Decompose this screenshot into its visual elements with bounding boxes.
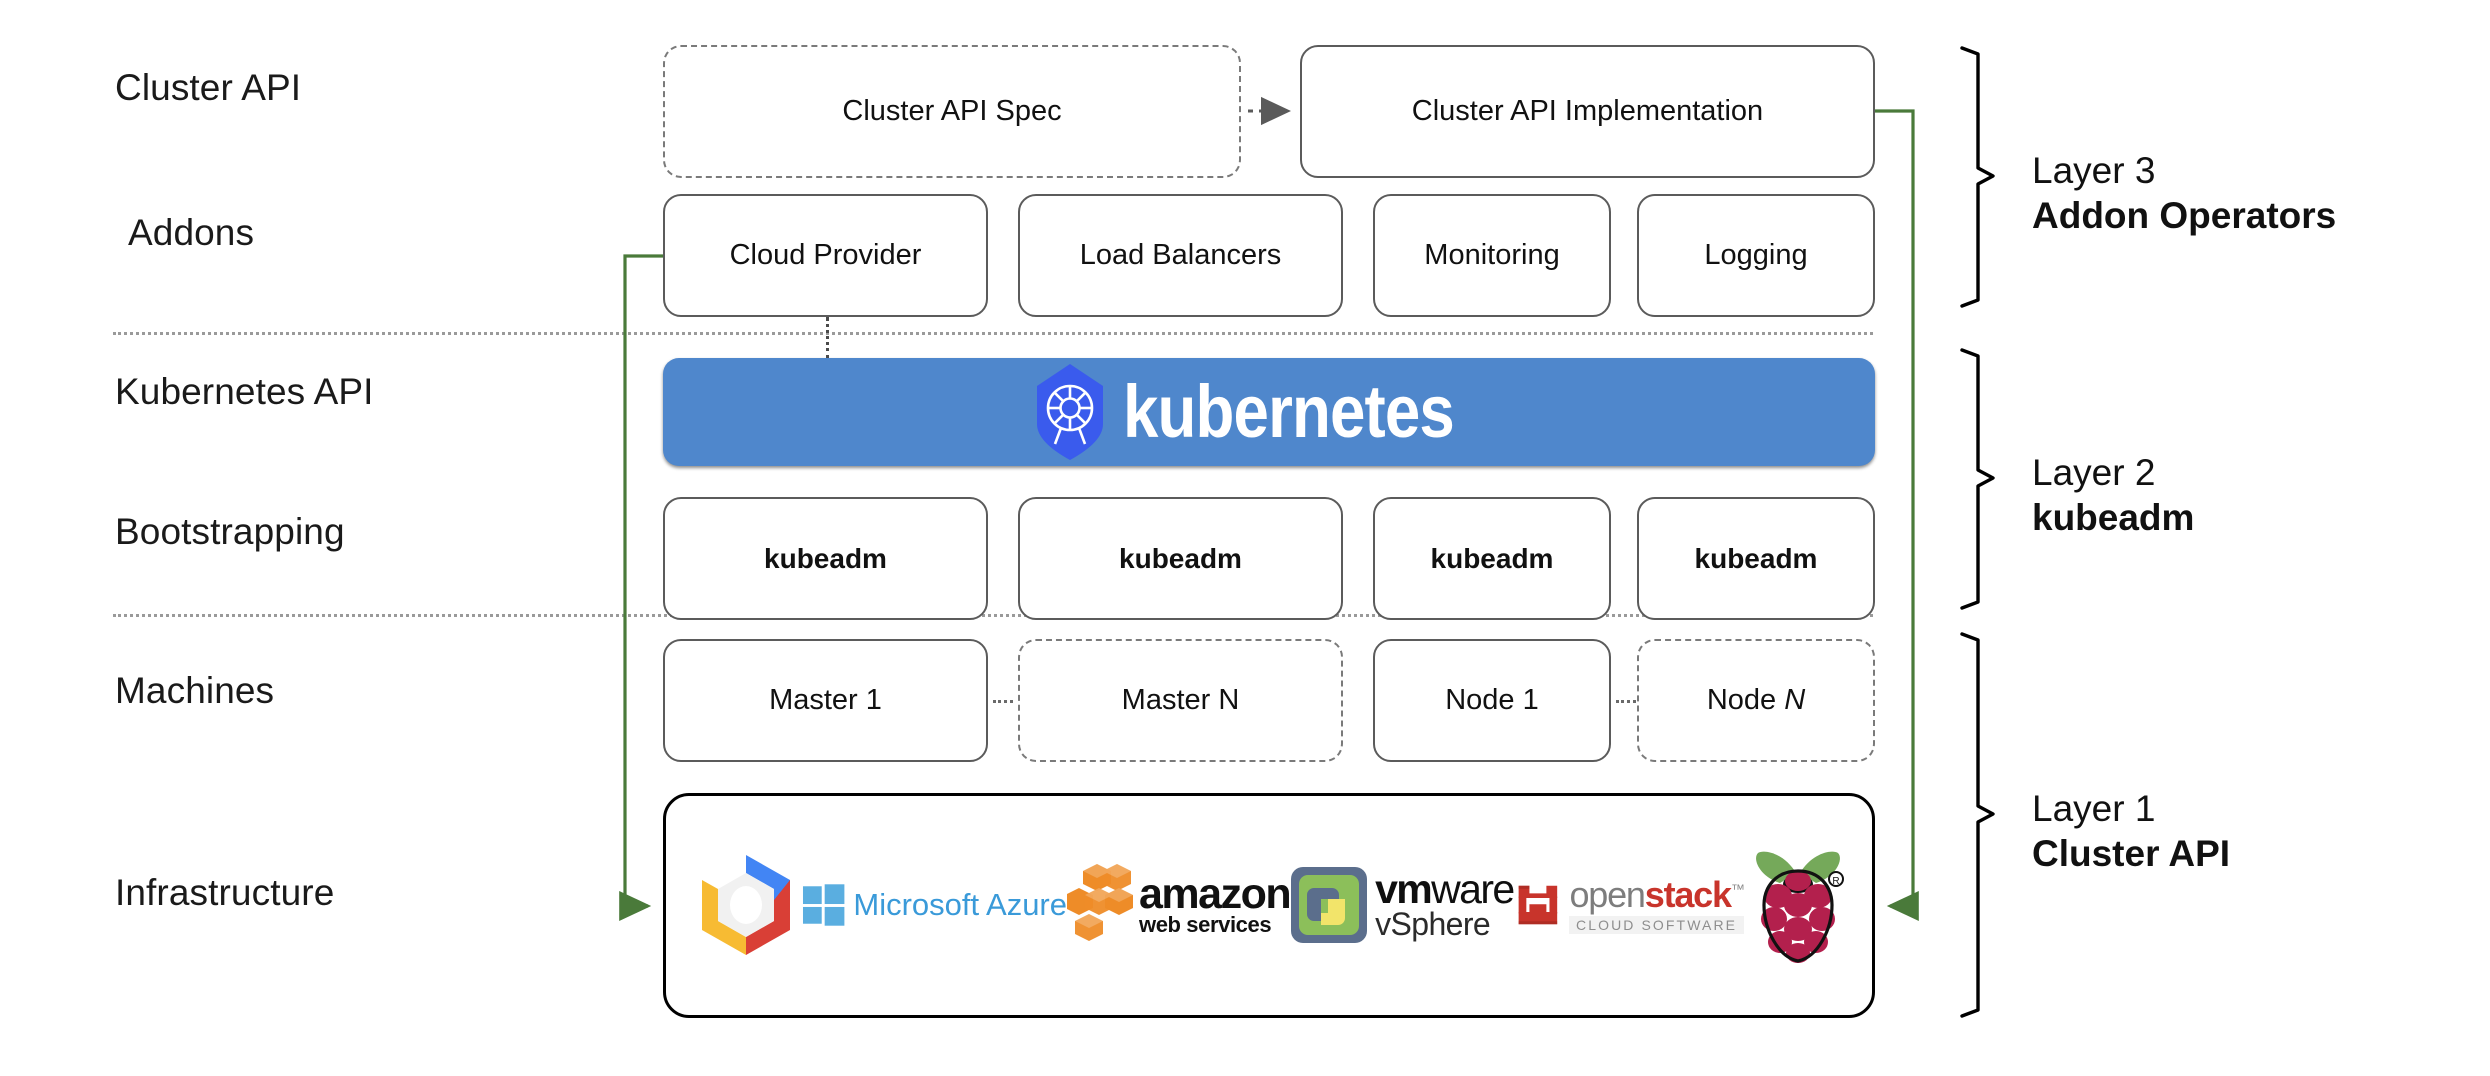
box-logging[interactable]: Logging bbox=[1637, 194, 1875, 317]
openstack-open-part: open bbox=[1569, 873, 1646, 915]
layer-divider-lower bbox=[113, 614, 1873, 617]
microsoft-azure-logo: Microsoft Azure bbox=[802, 883, 1067, 927]
row-label-bootstrapping: Bootstrapping bbox=[115, 511, 345, 552]
box-kubeadm-3[interactable]: kubeadm bbox=[1373, 497, 1611, 620]
layer-2-name: kubeadm bbox=[2032, 497, 2195, 539]
microsoft-azure-label: Microsoft Azure bbox=[853, 887, 1067, 922]
box-cluster-api-spec-label: Cluster API Spec bbox=[842, 95, 1062, 127]
kubernetes-wordmark: kubernetes bbox=[1122, 370, 1455, 453]
row-label-addons: Addons bbox=[128, 212, 255, 253]
box-cluster-api-implementation-label: Cluster API Implementation bbox=[1411, 95, 1764, 127]
layer-3-number: Layer 3 bbox=[2032, 150, 2156, 191]
vmware-bold-part: vm bbox=[1375, 866, 1433, 913]
raspberry-pi-logo: R bbox=[1744, 843, 1852, 967]
box-master-1[interactable]: Master 1 bbox=[663, 639, 988, 762]
openstack-stack-part: stack bbox=[1644, 873, 1732, 915]
box-node-n-label: Node N bbox=[1706, 684, 1806, 716]
box-kubeadm-3-label: kubeadm bbox=[1430, 542, 1554, 574]
bracket-layer-2 bbox=[1960, 348, 1995, 610]
box-cluster-api-spec[interactable]: Cluster API Spec bbox=[663, 45, 1241, 178]
vmware-vsphere-logo: vmware vSphere bbox=[1290, 866, 1515, 944]
box-node-1[interactable]: Node 1 bbox=[1373, 639, 1611, 762]
trademark-icon: ™ bbox=[1730, 880, 1745, 897]
box-node-n[interactable]: Node N bbox=[1637, 639, 1875, 762]
arrow-implementation-to-infrastructure bbox=[1875, 109, 1919, 922]
row-label-kubernetes-api: Kubernetes API bbox=[115, 371, 374, 412]
arrow-cloud-provider-to-infrastructure bbox=[619, 254, 663, 922]
bracket-layer-3 bbox=[1960, 46, 1995, 308]
layer-1-name: Cluster API bbox=[2032, 833, 2231, 875]
box-master-1-label: Master 1 bbox=[769, 684, 882, 716]
layer-1-number: Layer 1 bbox=[2032, 788, 2156, 829]
openstack-cloud-software-label: CLOUD SOFTWARE bbox=[1569, 915, 1744, 934]
layer-2-number: Layer 2 bbox=[2032, 452, 2156, 493]
layer-1-label: Layer 1 Cluster API bbox=[2032, 786, 2230, 876]
box-monitoring-label: Monitoring bbox=[1424, 239, 1560, 271]
box-cluster-api-implementation[interactable]: Cluster API Implementation bbox=[1300, 45, 1875, 178]
vsphere-label: vSphere bbox=[1375, 906, 1491, 943]
box-master-n-label: Master N bbox=[1121, 684, 1240, 716]
layer-3-label: Layer 3 Addon Operators bbox=[2032, 148, 2336, 238]
kubernetes-banner[interactable]: kubernetes bbox=[663, 358, 1875, 466]
layer-2-label: Layer 2 kubeadm bbox=[2032, 450, 2194, 540]
box-cloud-provider[interactable]: Cloud Provider bbox=[663, 194, 988, 317]
infrastructure-logo-strip: Microsoft Azure bbox=[690, 845, 1850, 965]
box-cloud-provider-label: Cloud Provider bbox=[729, 239, 922, 271]
box-monitoring[interactable]: Monitoring bbox=[1373, 194, 1611, 317]
box-load-balancers-label: Load Balancers bbox=[1079, 239, 1282, 271]
openstack-label: openstack™ bbox=[1569, 873, 1745, 915]
box-node-n-italic-suffix: N bbox=[1784, 684, 1806, 716]
layer-divider-upper bbox=[113, 332, 1873, 335]
box-kubeadm-1[interactable]: kubeadm bbox=[663, 497, 988, 620]
box-kubeadm-2-label: kubeadm bbox=[1119, 542, 1242, 574]
google-cloud-platform-logo bbox=[690, 851, 802, 959]
box-load-balancers[interactable]: Load Balancers bbox=[1018, 194, 1343, 317]
vmware-wordmark: vmware vSphere bbox=[1375, 869, 1515, 943]
connector-node1-to-noden bbox=[1616, 700, 1636, 703]
vmware-light-part: ware bbox=[1431, 866, 1515, 913]
connector-cloud-provider-to-kubernetes bbox=[826, 317, 829, 359]
box-kubeadm-2[interactable]: kubeadm bbox=[1018, 497, 1343, 620]
box-logging-label: Logging bbox=[1704, 239, 1808, 271]
row-label-cluster-api: Cluster API bbox=[115, 67, 302, 108]
openstack-wordmark: openstack™ CLOUD SOFTWARE bbox=[1569, 873, 1745, 934]
box-infrastructure[interactable] bbox=[663, 793, 1875, 1018]
vmware-label: vmware bbox=[1375, 869, 1515, 910]
row-label-infrastructure: Infrastructure bbox=[115, 872, 335, 913]
kubernetes-helm-wheel-logo bbox=[1031, 362, 1109, 462]
box-kubeadm-4-label: kubeadm bbox=[1694, 542, 1818, 574]
box-kubeadm-1-label: kubeadm bbox=[764, 542, 887, 574]
amazon-web-services-logo: amazon web services bbox=[1067, 862, 1292, 948]
connector-master1-to-mastern bbox=[993, 700, 1013, 703]
aws-webservices-label: web services bbox=[1139, 911, 1272, 937]
svg-text:R: R bbox=[1832, 876, 1839, 887]
box-node-1-label: Node 1 bbox=[1445, 684, 1539, 716]
layer-3-name: Addon Operators bbox=[2032, 195, 2337, 237]
openstack-logo: openstack™ CLOUD SOFTWARE bbox=[1514, 872, 1745, 938]
aws-amazon-label: amazon bbox=[1139, 870, 1292, 919]
row-label-machines: Machines bbox=[115, 670, 275, 711]
box-kubeadm-4[interactable]: kubeadm bbox=[1637, 497, 1875, 620]
box-master-n[interactable]: Master N bbox=[1018, 639, 1343, 762]
bracket-layer-1 bbox=[1960, 632, 1995, 1018]
aws-wordmark: amazon web services bbox=[1139, 870, 1292, 937]
